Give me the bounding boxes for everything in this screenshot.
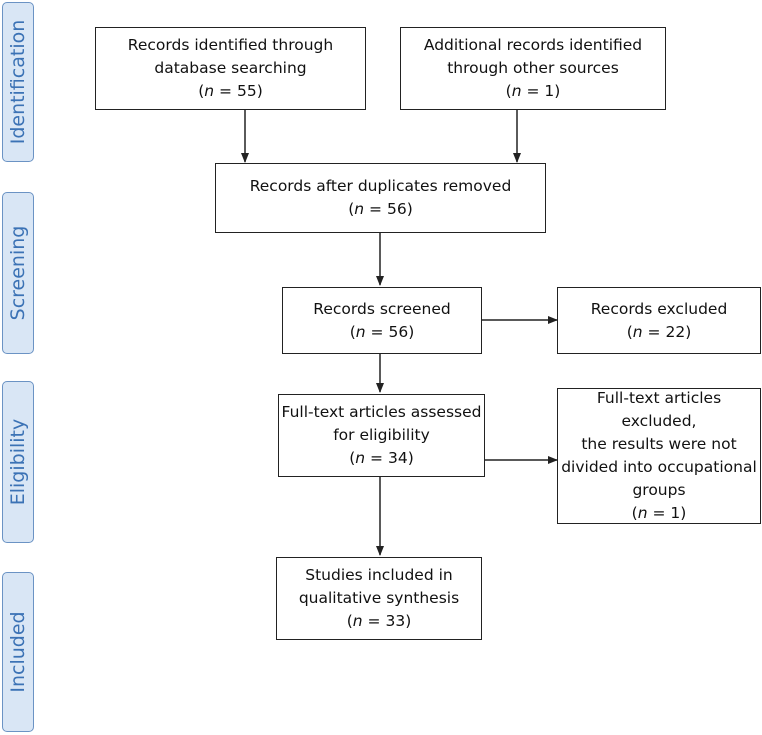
box-line: Records screened [313,299,451,318]
box-count: (n = 1) [631,504,687,522]
box-line: the results were not [581,435,737,453]
box-count: (n = 56) [348,200,413,218]
box-line: database searching [154,59,307,77]
box-line: Records after duplicates removed [249,177,512,195]
box-records-screened: Records screened (n = 56) [282,287,482,354]
box-line: Full-text articles assessed [281,403,482,421]
stage-eligibility: Eligibility [2,381,34,543]
box-other-records: Additional records identified through ot… [400,27,666,110]
box-line: Records excluded [590,299,728,318]
box-line: through other sources [447,59,619,77]
box-count: (n = 22) [626,322,692,341]
box-count: (n = 56) [349,322,415,341]
box-count: (n = 33) [346,612,412,630]
box-count: (n = 34) [349,449,414,467]
box-line: qualitative synthesis [298,589,460,607]
stage-identification: Identification [2,2,34,162]
box-line: for eligibility [333,426,430,444]
box-fulltext-assessed: Full-text articles assessed for eligibil… [278,394,485,477]
box-line: Full-text articles excluded, [596,389,722,430]
box-line: Records identified through [127,36,334,54]
box-database-records: Records identified through database sear… [95,27,366,110]
box-records-excluded: Records excluded (n = 22) [557,287,761,354]
box-after-duplicates: Records after duplicates removed (n = 56… [215,163,546,233]
box-count: (n = 1) [505,82,561,100]
box-line: Studies included in [305,566,453,584]
box-line: Additional records identified [423,36,643,54]
box-fulltext-excluded: Full-text articles excluded, the results… [557,388,761,524]
box-line: divided into occupational [561,458,757,476]
stage-screening: Screening [2,192,34,354]
stage-included: Included [2,572,34,732]
box-line: groups [632,481,686,499]
box-count: (n = 55) [198,82,263,100]
box-studies-included: Studies included in qualitative synthesi… [276,557,482,640]
